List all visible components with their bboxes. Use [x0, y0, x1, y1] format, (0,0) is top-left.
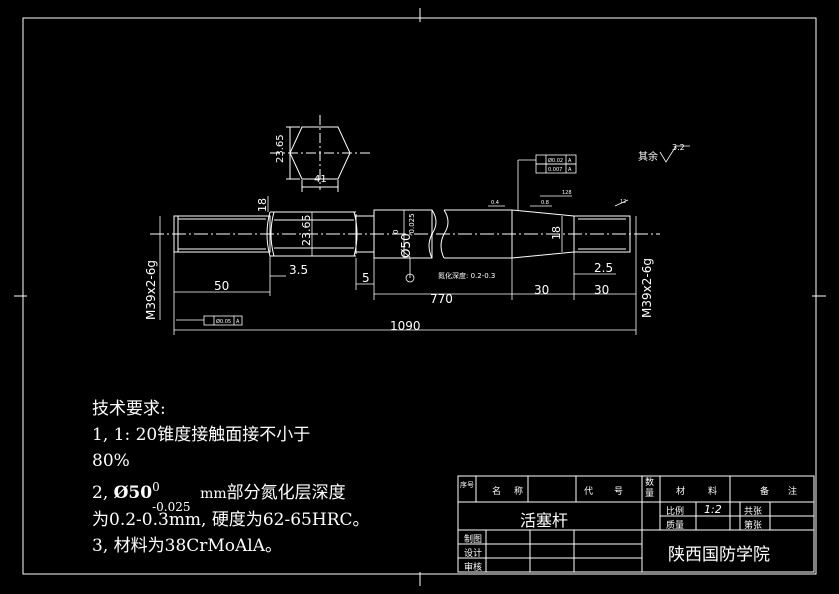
tb-row-design: 设计	[464, 549, 483, 559]
tb-total-sheets: 共张	[744, 507, 763, 517]
tb-header-qty: 数量	[645, 478, 655, 499]
tb-header-name2: 称	[514, 487, 524, 497]
gdt-left-value: Ø0.05	[216, 318, 231, 325]
dim-tol-upper: 0	[392, 230, 400, 234]
notes-line4: 3, 材料为38CrMoAlA。	[92, 536, 283, 556]
roughness-value: 3.2	[672, 143, 685, 152]
dim-30a: 30	[534, 283, 549, 297]
tb-sheet-no: 第张	[744, 521, 763, 531]
roughness-small-1: 0.4	[491, 200, 499, 206]
tb-school: 陕西国防学院	[668, 545, 770, 565]
dim-50: 50	[214, 279, 229, 293]
dim-tol-lower: -0.025	[408, 213, 416, 236]
roughness-small-3: 12	[620, 199, 626, 205]
dim-3-5: 3.5	[289, 263, 308, 277]
tb-header-mat1: 材	[676, 487, 686, 497]
notes-line2-sub: -0.025	[152, 499, 191, 514]
gdt-top-2-datum: A	[568, 167, 572, 173]
gdt-top-2-value: 0.007	[548, 167, 562, 173]
tb-header-name1: 名	[492, 487, 502, 497]
tb-scale-label: 比例	[666, 507, 685, 517]
tb-header-note2: 注	[788, 487, 798, 497]
gdt-left-datum: A	[236, 319, 240, 325]
notes-line2-unit: mm	[200, 486, 227, 502]
tb-row-drawn: 制图	[464, 535, 483, 545]
dim-5: 5	[362, 271, 370, 285]
dim-1090: 1090	[390, 319, 421, 333]
title-block-grid	[457, 475, 815, 573]
notes-line2-sym: Ø50	[113, 483, 153, 503]
dimension-lines	[159, 145, 690, 335]
dim-2-5: 2.5	[594, 261, 613, 275]
dim-d18-right: 18	[550, 226, 563, 240]
tb-row-check: 审核	[464, 563, 483, 573]
dim-d50: Ø50	[399, 233, 413, 258]
tb-scale-value: 1:2	[704, 503, 722, 516]
dim-hex-height: 23.65	[275, 134, 286, 163]
dim-d18-left: 18	[256, 198, 269, 212]
dim-d23-65: 23.65	[300, 215, 313, 247]
roughness-small-2: 0.8	[541, 200, 549, 206]
notes-line2-rest: 部分氮化层深度	[226, 483, 346, 503]
shaft-outline	[150, 209, 660, 259]
dim-30b: 30	[594, 283, 609, 297]
notes-line1: 1, 1: 20锥度接触面接不小于	[92, 425, 311, 445]
notes-line2-sup: 0	[152, 479, 160, 494]
dim-thread-right: M39x2-6g	[640, 258, 654, 318]
tb-header-note1: 备	[760, 487, 770, 497]
notes-line2-prefix: 2,	[92, 483, 114, 503]
tb-header-mat2: 料	[708, 487, 718, 497]
tb-part-name: 活塞杆	[520, 511, 569, 530]
tb-mass-label: 质量	[666, 521, 685, 531]
angle-label: 128	[562, 190, 572, 196]
tb-header-seq: 序号	[460, 481, 474, 489]
dim-thread-left: M39x2-6g	[144, 260, 158, 320]
dim-hex-width: 41	[314, 174, 327, 185]
notes-title: 技术要求:	[92, 399, 166, 419]
hex-end-view	[270, 115, 370, 192]
tb-header-code1: 代	[584, 487, 594, 497]
gdt-top-1-datum: A	[568, 158, 572, 164]
gdt-top-1-value: Ø0.02	[548, 157, 563, 164]
notes-line3: 为0.2-0.3mm, 硬度为62-65HRC。	[92, 510, 370, 530]
roughness-other-label: 其余	[638, 150, 658, 163]
notes-line1b: 80%	[92, 451, 130, 471]
nitride-note: 氮化深度: 0.2-0.3	[438, 271, 495, 280]
tb-header-code2: 号	[614, 487, 624, 497]
dim-770: 770	[430, 292, 453, 306]
